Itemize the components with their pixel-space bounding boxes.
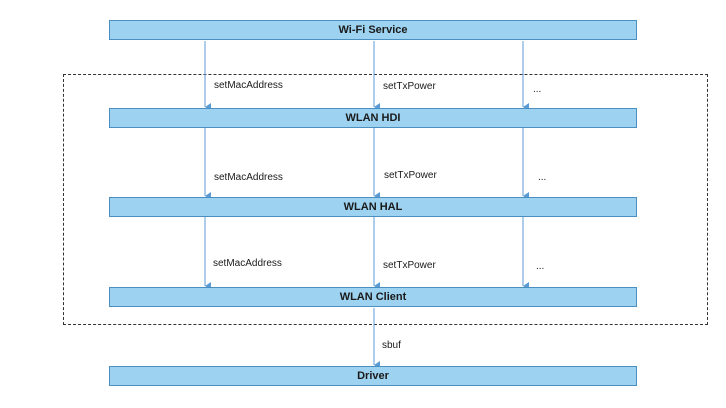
call-label-sbuf: sbuf	[382, 340, 401, 351]
layer-wlan-hdi: WLAN HDI	[109, 108, 637, 128]
call-label-setmacaddress: setMacAddress	[213, 258, 282, 269]
call-label-ellipsis: ...	[536, 261, 545, 272]
call-label-settxpower: setTxPower	[383, 260, 436, 271]
layer-wlan-hal: WLAN HAL	[109, 197, 637, 217]
call-label-ellipsis: ...	[538, 172, 547, 183]
hdf-boundary	[63, 74, 708, 325]
layer-driver: Driver	[109, 366, 637, 386]
call-label-setmacaddress: setMacAddress	[214, 80, 283, 91]
call-label-setmacaddress: setMacAddress	[214, 172, 283, 183]
layer-wlan-client: WLAN Client	[109, 287, 637, 307]
call-label-settxpower: setTxPower	[384, 170, 437, 181]
call-label-settxpower: setTxPower	[383, 81, 436, 92]
call-label-ellipsis: ...	[533, 84, 542, 95]
layer-wifi-service: Wi-Fi Service	[109, 20, 637, 40]
